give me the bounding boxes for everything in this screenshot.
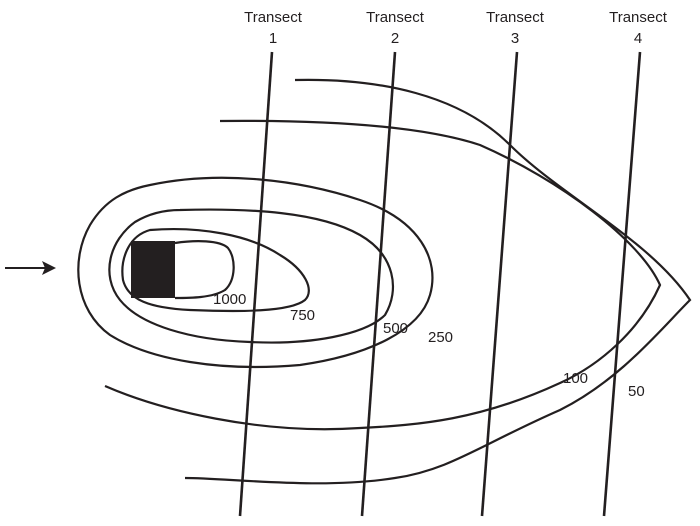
transect-line-2 [360,51,397,517]
contour-label-100: 100 [563,370,588,387]
transect-number-4: 4 [634,30,642,47]
contour-750 [121,227,310,313]
transect-label-4: Transect [609,9,668,26]
contour-label-500: 500 [383,320,408,337]
contour-500 [108,208,395,344]
contour-250 [77,176,434,369]
transect-number-1: 1 [269,30,277,47]
flow-arrow-icon [5,261,56,275]
contour-1000 [174,240,235,300]
transect-number-3: 3 [511,30,519,47]
transect-label-2: Transect [366,9,425,26]
contour-label-750: 750 [290,307,315,324]
contour-label-250: 250 [428,329,453,346]
transect-number-2: 2 [391,30,399,47]
contour-100 [104,119,662,431]
transect-line-4 [602,51,642,517]
transect-line-1 [238,51,274,517]
contour-label-50: 50 [628,383,645,400]
source-block [131,241,175,298]
transect-label-1: Transect [244,9,303,26]
contour-label-1000: 1000 [213,291,246,308]
contour-50 [184,78,692,485]
transect-line-3 [480,51,519,517]
transect-label-3: Transect [486,9,545,26]
